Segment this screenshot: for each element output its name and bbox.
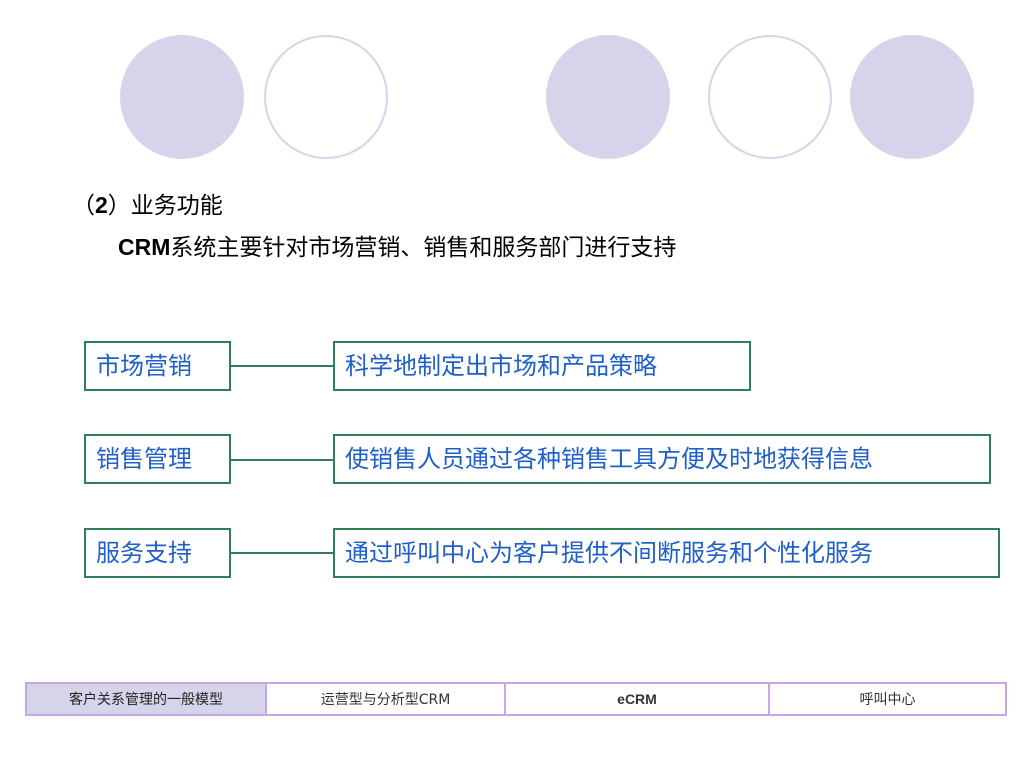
- desc-box-sales: 使销售人员通过各种销售工具方便及时地获得信息: [333, 434, 991, 484]
- decor-circle-2: [264, 35, 388, 159]
- decor-circle-4: [708, 35, 832, 159]
- decor-circle-3: [546, 35, 670, 159]
- tab-general-model[interactable]: 客户关系管理的一般模型: [27, 684, 267, 714]
- section-subheading: CRM系统主要针对市场营销、销售和服务部门进行支持: [118, 228, 676, 262]
- dept-box-marketing: 市场营销: [84, 341, 231, 391]
- tab-label: 运营型与分析型CRM: [320, 692, 451, 708]
- desc-box-service: 通过呼叫中心为客户提供不间断服务和个性化服务: [333, 528, 1000, 578]
- dept-box-service: 服务支持: [84, 528, 231, 578]
- section-heading: （2）业务功能: [72, 186, 223, 220]
- heading-prefix: （: [72, 193, 95, 219]
- dept-label: 服务支持: [96, 539, 192, 567]
- tab-label: 呼叫中心: [859, 692, 916, 708]
- bottom-nav-bar: 客户关系管理的一般模型 运营型与分析型CRM eCRM 呼叫中心: [25, 682, 1007, 716]
- tab-call-center[interactable]: 呼叫中心: [770, 684, 1005, 714]
- connector-line: [231, 459, 333, 461]
- desc-label: 通过呼叫中心为客户提供不间断服务和个性化服务: [345, 539, 873, 567]
- tab-ecrm[interactable]: eCRM: [506, 684, 770, 714]
- heading-suffix: ）业务功能: [107, 193, 223, 219]
- tab-label: eCRM: [617, 691, 657, 707]
- connector-line: [231, 552, 333, 554]
- heading-number: 2: [95, 192, 108, 218]
- desc-box-marketing: 科学地制定出市场和产品策略: [333, 341, 751, 391]
- dept-box-sales: 销售管理: [84, 434, 231, 484]
- tab-operational-analytical-crm[interactable]: 运营型与分析型CRM: [267, 684, 506, 714]
- desc-label: 科学地制定出市场和产品策略: [345, 352, 657, 380]
- dept-label: 销售管理: [96, 445, 192, 473]
- decor-circle-1: [120, 35, 244, 159]
- dept-label: 市场营销: [96, 352, 192, 380]
- tab-label: 客户关系管理的一般模型: [69, 692, 223, 708]
- subheading-text: 系统主要针对市场营销、销售和服务部门进行支持: [170, 235, 677, 261]
- desc-label: 使销售人员通过各种销售工具方便及时地获得信息: [345, 445, 873, 473]
- connector-line: [231, 365, 333, 367]
- decor-circle-5: [850, 35, 974, 159]
- subheading-brand: CRM: [118, 234, 171, 260]
